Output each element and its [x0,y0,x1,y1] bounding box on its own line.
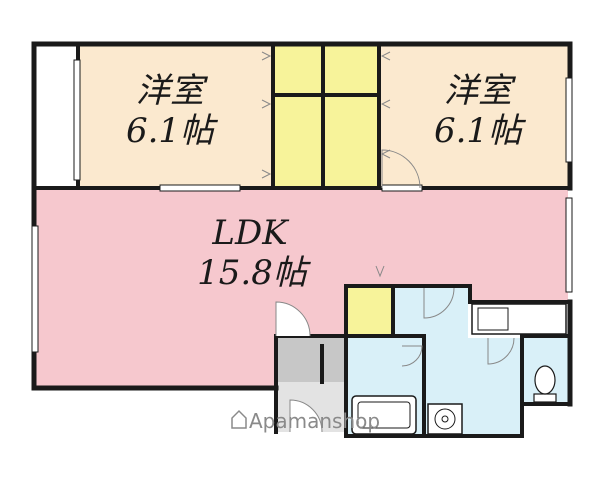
western-room-right-name: 洋室 [444,71,517,111]
washbasin-bowl [434,408,456,430]
bathtub [351,395,417,435]
toilet-bowl [534,365,556,395]
entrance-door-swing [275,301,311,337]
closet-top-right [324,46,378,94]
ldk-name: LDK [211,213,290,253]
watermark: Apamanshop [231,409,380,433]
right-window-frame [565,197,573,293]
right-bedroom-window [565,77,573,163]
ldk-size: 15.8帖 [197,253,312,293]
entrance-lower-door-swing [289,399,323,433]
toilet-door-swing [487,337,515,365]
washroom [394,288,468,338]
closet-top-left [274,46,322,94]
house-outline-icon [231,409,247,429]
entrance-genkan [278,338,344,382]
washroom-door-swing [423,287,455,319]
closet-bottom-left [274,96,322,188]
closet-bottom-right [324,96,378,188]
kitchen-sink [477,307,509,331]
washbasin-drain [441,415,449,423]
closet-sliding-marks [261,51,391,278]
kitchen-counter [471,303,567,335]
door-right-bedroom [381,184,423,192]
western-room-left-name: 洋室 [136,71,209,111]
western-room-left-size: 6.1帖 [126,111,219,151]
western-room-left [78,46,272,188]
door-left-bedroom [159,184,241,192]
toilet-tank [533,393,557,403]
left-window-frame [31,225,39,353]
western-room-right-size: 6.1帖 [434,111,527,151]
bath-door-swing [401,345,423,367]
ldk-closet [348,288,392,334]
bathtub-inner [357,401,411,429]
door-swing-right-bedroom [381,149,421,189]
storage-window [73,59,81,181]
watermark-brand: Apamanshop [249,409,380,433]
ldk-room [36,190,568,386]
